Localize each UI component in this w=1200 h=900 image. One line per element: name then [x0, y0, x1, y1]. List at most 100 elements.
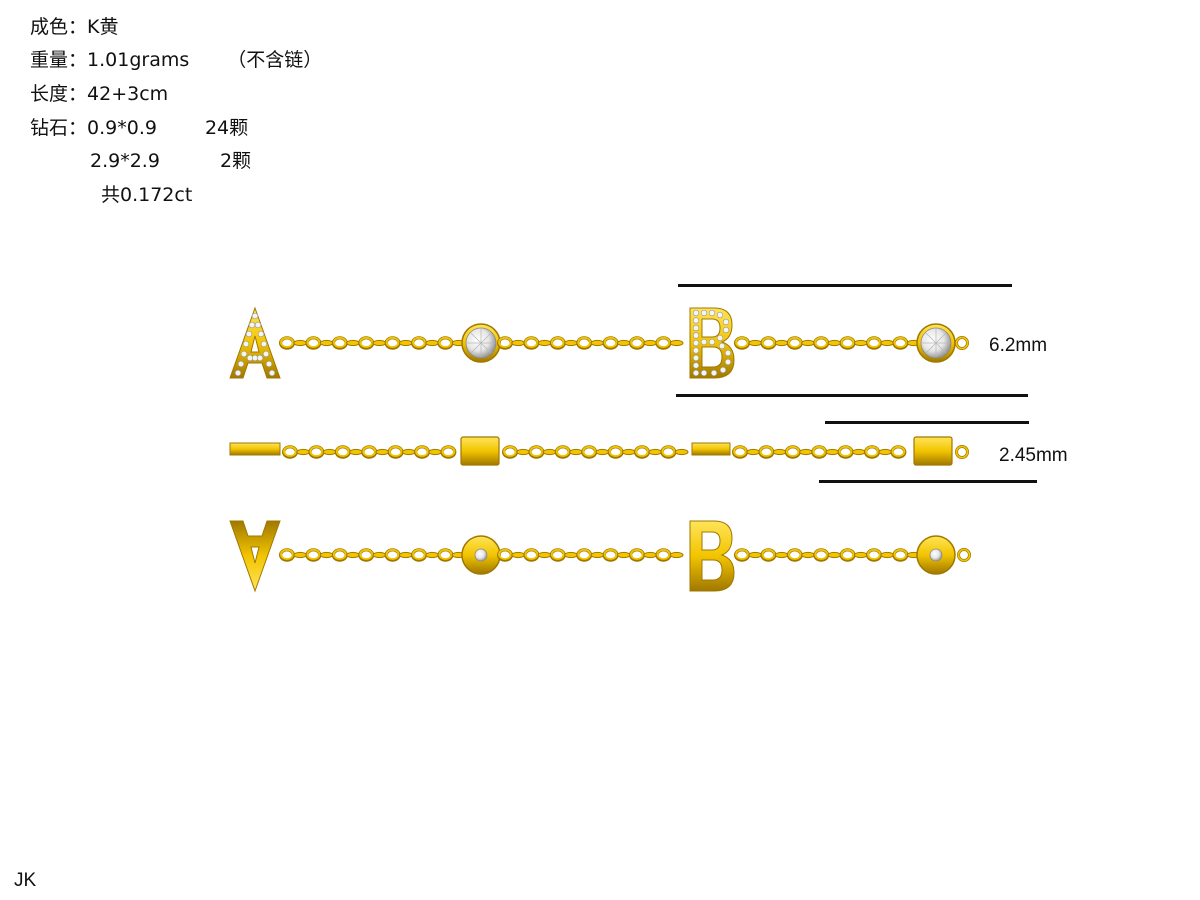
diamond-facet [925, 342, 937, 354]
dimension-lines [676, 284, 1037, 483]
chain-link-highlight [733, 445, 747, 457]
chain-link-highlight [577, 548, 592, 560]
chain-link-highlight [761, 336, 776, 348]
chain-link [669, 551, 684, 559]
chain-link [372, 551, 387, 559]
chain-link [401, 448, 416, 456]
pave-diamond [262, 350, 270, 358]
chain-link-highlight [388, 445, 403, 457]
chain-link-highlight [306, 336, 321, 348]
chain-link [825, 448, 840, 456]
chain-link-highlight [787, 336, 802, 348]
spec-length-label: 长度： [30, 83, 88, 105]
chain-link [851, 448, 866, 456]
pave-diamond [248, 321, 256, 329]
spec-color-label: 成色： [30, 16, 88, 38]
diamond-facet [480, 342, 492, 354]
chain-link [616, 339, 631, 347]
side-bezel-right-profile [913, 436, 953, 466]
chain-link-highlight [661, 445, 676, 457]
side-chain-segment-3 [731, 445, 907, 459]
spec-color-value: K黄 [87, 16, 119, 38]
chain-link [643, 551, 658, 559]
back-bezel-left [461, 535, 501, 575]
letter-A-pave [234, 312, 276, 377]
chain-link [643, 339, 658, 347]
spec-total: 共0.172ct [101, 184, 193, 206]
front-height-rule-top [678, 284, 1012, 287]
pave-diamond [692, 354, 700, 362]
chain-link [425, 551, 440, 559]
chain-link-highlight [603, 336, 618, 348]
chain-link [398, 339, 413, 347]
chain-link-highlight [385, 548, 400, 560]
chain-link-highlight [309, 445, 324, 457]
chain-link-highlight [582, 445, 597, 457]
chain-link [516, 448, 531, 456]
chain-link-highlight [438, 548, 453, 560]
chain-link-highlight [867, 336, 881, 348]
spec-weight-label: 重量： [30, 49, 88, 71]
pave-diamond [256, 354, 264, 362]
spec-diamond-size-2: 2.9*2.9 [90, 150, 160, 172]
spec-length-row: 长度：42+3cm [30, 83, 168, 105]
back-chain-segment-3 [733, 548, 921, 562]
diamond-facet [480, 332, 492, 344]
chain-link-highlight [577, 336, 592, 348]
chain-link-highlight [893, 336, 908, 348]
pave-diamond [240, 350, 248, 358]
pave-diamond [722, 326, 730, 334]
chain-link-highlight [529, 445, 544, 457]
side-jump-ring-highlight [955, 445, 969, 459]
chain-link-highlight [787, 548, 802, 560]
chain-link-highlight [891, 445, 906, 457]
spec-diamond-label: 钻石： [30, 117, 88, 139]
chain-link-highlight [635, 445, 649, 457]
chain-link [375, 448, 390, 456]
front-chain-segment-1 [279, 336, 466, 350]
chain-link [319, 551, 334, 559]
back-bezel-right [916, 535, 956, 575]
chain-link [801, 551, 815, 559]
chain-link [674, 448, 689, 456]
letter-B-pave [692, 309, 732, 377]
chain-link-highlight [550, 548, 565, 560]
chain-link-highlight [412, 548, 426, 560]
pave-diamond [692, 324, 700, 332]
chain-link-highlight [498, 548, 512, 560]
chain-link-highlight [503, 445, 517, 457]
diamond-culet-window [474, 548, 488, 562]
chain-link [349, 448, 363, 456]
pave-diamond [251, 312, 259, 320]
spec-color-row: 成色：K黄 [30, 16, 118, 38]
chain-link-highlight [893, 548, 908, 560]
diamond-facet [470, 332, 482, 344]
letter-A-body [229, 306, 281, 379]
letter-B-body [689, 520, 735, 592]
chain-link-highlight [603, 548, 618, 560]
chain-link-highlight [283, 445, 297, 457]
front-jump-ring-highlight [955, 336, 969, 350]
pave-diamond [254, 321, 262, 329]
pendant-letter-a-back [229, 520, 281, 593]
chain-link [564, 551, 578, 559]
chain-link-highlight [332, 548, 347, 560]
chain-link [801, 339, 815, 347]
pave-diamond [268, 369, 276, 377]
chain-link-highlight [656, 548, 671, 560]
spec-weight-value: 1.01grams [87, 49, 190, 71]
chain-link-highlight [759, 445, 774, 457]
chain-link-highlight [441, 445, 456, 457]
pave-diamond [692, 347, 700, 354]
chain-link-highlight [761, 548, 776, 560]
back-jump-ring-highlight [957, 548, 971, 562]
chain-link-highlight [840, 336, 855, 348]
chain-link [537, 551, 552, 559]
chain-link-highlight [608, 445, 623, 457]
pave-diamond [700, 369, 708, 377]
chain-link [511, 551, 526, 559]
chain-link [346, 551, 360, 559]
chain-link-highlight [524, 336, 539, 348]
